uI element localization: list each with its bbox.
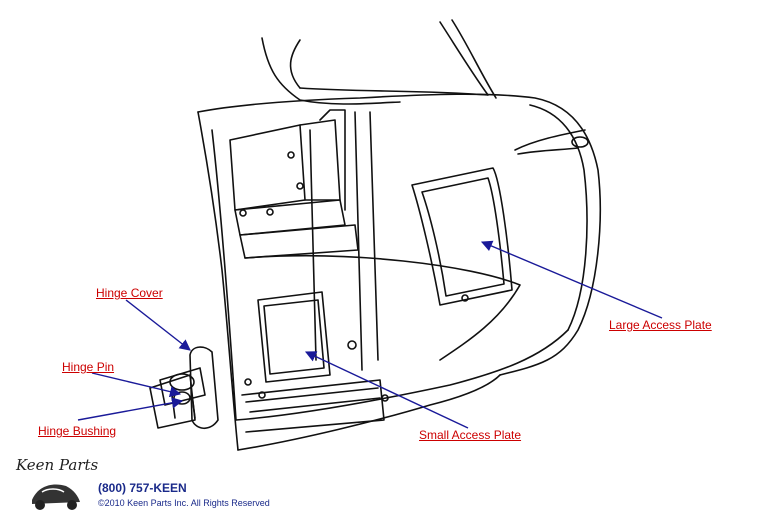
phone-number: (800) 757-KEEN bbox=[98, 481, 187, 495]
logo-text: Keen Parts bbox=[15, 456, 98, 474]
hinge-bushing-arrow bbox=[77, 397, 184, 421]
callout-arrows bbox=[77, 240, 663, 429]
small-access-plate-arrow bbox=[304, 351, 469, 429]
hinge-cover-link[interactable]: Hinge Cover bbox=[96, 286, 163, 300]
door-line-art bbox=[149, 19, 602, 451]
copyright-notice: ©2010 Keen Parts Inc. All Rights Reserve… bbox=[98, 498, 270, 508]
hinge-bushing-link[interactable]: Hinge Bushing bbox=[38, 424, 117, 438]
hinge-pin-link[interactable]: Hinge Pin bbox=[62, 360, 115, 374]
large-access-plate-link[interactable]: Large Access Plate bbox=[609, 318, 712, 332]
hinge-pin-arrow bbox=[91, 372, 182, 398]
large-access-plate-arrow bbox=[480, 240, 663, 319]
hinge-cover-arrow bbox=[125, 299, 191, 351]
small-access-plate-link[interactable]: Small Access Plate bbox=[419, 428, 522, 442]
car-logo-icon: Keen Parts bbox=[15, 456, 98, 510]
